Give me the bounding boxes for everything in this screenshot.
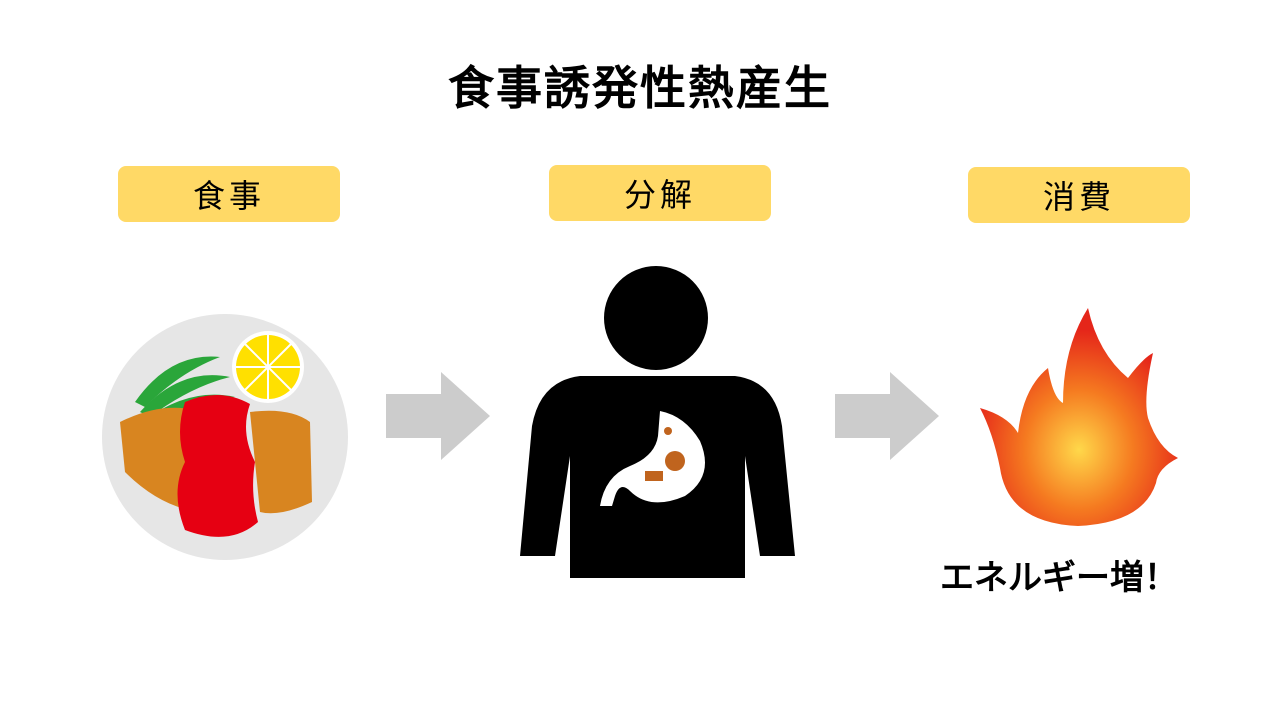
step-label-consume: 消費 (968, 167, 1190, 223)
person-stomach-icon (520, 266, 795, 578)
arrow-right-icon (835, 372, 939, 460)
step-label-digest: 分解 (549, 165, 771, 221)
meal-plate-icon (102, 314, 348, 560)
step-label-meal: 食事 (118, 166, 340, 222)
arrow-right-icon (386, 372, 490, 460)
slide-title: 食事誘発性熱産生 (448, 61, 832, 115)
fire-icon (980, 308, 1178, 526)
energy-increase-text: エネルギー増！ (940, 558, 1178, 598)
